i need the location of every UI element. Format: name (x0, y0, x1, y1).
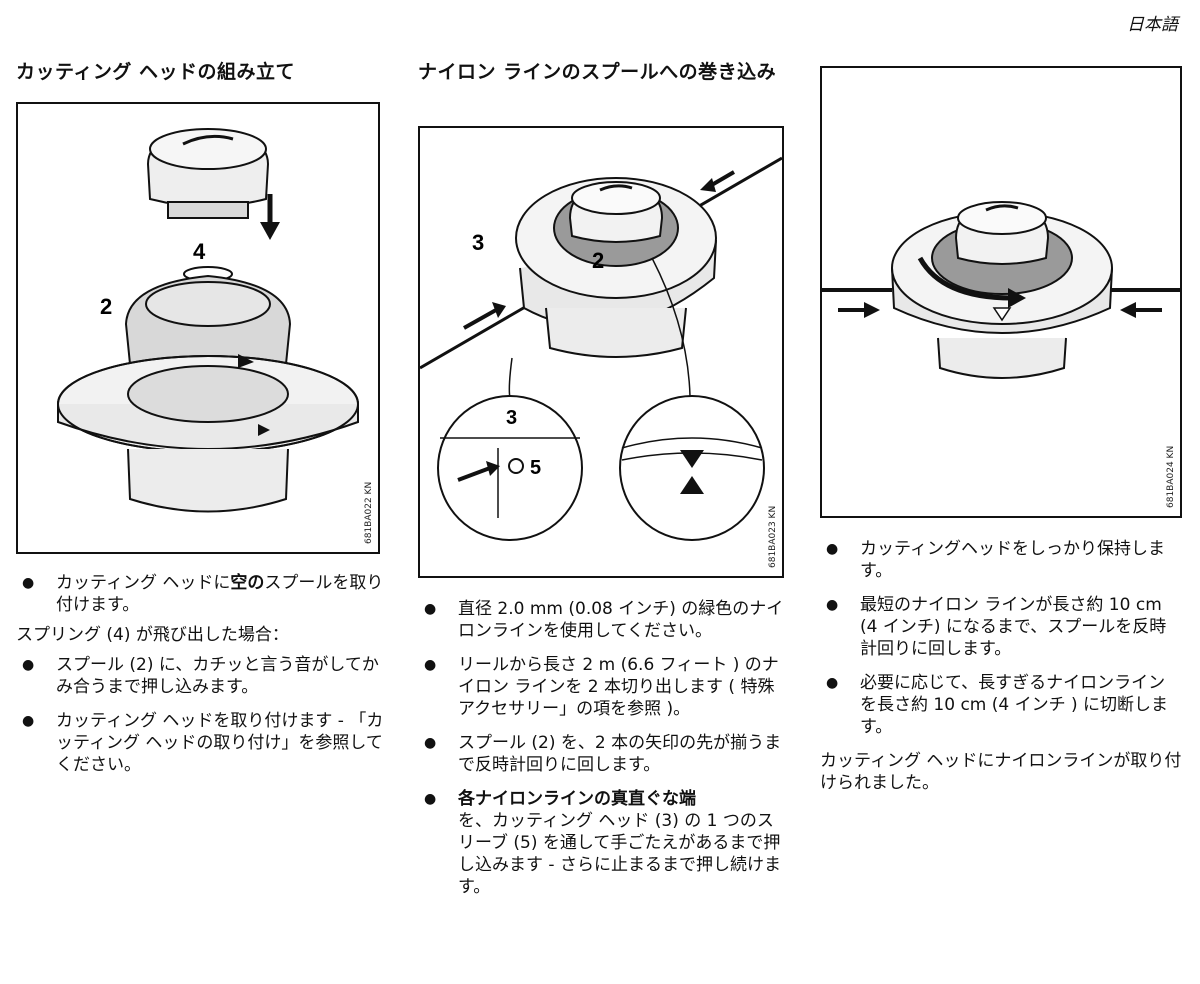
bullet-icon: ● (424, 735, 437, 751)
condition-paragraph: スプリング (4) が飛び出した場合： (16, 625, 289, 645)
bullet-icon: ● (826, 597, 839, 613)
bullet-item: ●各ナイロンラインの真直ぐな端を、カッティング ヘッド (3) の 1 つのスリ… (424, 789, 781, 897)
bullet-icon: ● (424, 657, 437, 673)
callout-2: 2 (592, 248, 604, 273)
bullet-item: ●カッティング ヘッドを取り付けます - 「カッティング ヘッドの取り付け」を参… (22, 711, 384, 775)
bullet-icon: ● (424, 791, 437, 807)
bullet-item: ●スプール (2) に、カチッと言う音がしてかみ合うまで押し込みます。 (22, 655, 379, 697)
winding-drawing: 3 2 3 5 (420, 156, 782, 541)
bullet-icon: ● (22, 713, 35, 729)
bullet-item: ●カッティングヘッドをしっかり保持します。 (826, 539, 1165, 581)
assembly-illustration: 4 2 (16, 102, 380, 554)
finish-drawing (822, 201, 1180, 379)
bullet-item: ●最短のナイロン ラインが長さ約 10 cm (4 インチ) になるまで、スプー… (826, 595, 1167, 659)
callout-4: 4 (193, 239, 206, 264)
instruction-text: ●カッティングヘッドをしっかり保持します。 ●最短のナイロン ラインが長さ約 1… (820, 538, 1182, 794)
instruction-text: ●カッティング ヘッドに空のスプールを取り付けます。 スプリング (4) が飛び… (16, 572, 388, 776)
figure-code: 681BA023 KN (768, 505, 778, 568)
bullet-item: ●必要に応じて、長すぎるナイロンラインを長さ約 10 cm (4 インチ ) に… (826, 673, 1169, 737)
assembly-drawing: 4 2 (57, 128, 359, 513)
bullet-item: ●カッティング ヘッドに空のスプールを取り付けます。 (22, 573, 384, 615)
bullet-icon: ● (826, 541, 839, 557)
callout-5: 5 (530, 457, 541, 479)
finish-illustration: 681BA024 KN (820, 66, 1182, 518)
callout-3: 3 (472, 230, 484, 255)
callout-2: 2 (100, 294, 112, 319)
figure-code: 681BA022 KN (364, 481, 374, 544)
bullet-icon: ● (22, 575, 35, 591)
figure-code: 681BA024 KN (1166, 445, 1176, 508)
bullet-item: ●リールから長さ 2 m (6.6 フィート ) のナイロン ラインを 2 本切… (424, 655, 779, 719)
result-paragraph: カッティング ヘッドにナイロンラインが取り付けられました。 (820, 751, 1182, 793)
callout-3b: 3 (506, 407, 517, 429)
instruction-text: ●直径 2.0 mm (0.08 インチ) の緑色のナイロンラインを使用してくだ… (418, 598, 788, 898)
bullet-icon: ● (424, 601, 437, 617)
winding-illustration: 3 2 3 5 68 (418, 126, 784, 578)
language-label: 日本語 (1127, 15, 1178, 35)
bullet-item: ●直径 2.0 mm (0.08 インチ) の緑色のナイロンラインを使用してくだ… (424, 599, 784, 641)
section-heading: ナイロン ラインのスプールへの巻き込み (418, 61, 777, 83)
section-heading: カッティング ヘッドの組み立て (16, 61, 295, 83)
bullet-icon: ● (22, 657, 35, 673)
bullet-icon: ● (826, 675, 839, 691)
bullet-item: ●スプール (2) を、2 本の矢印の先が揃うまで反時計回りに回します。 (424, 733, 782, 775)
